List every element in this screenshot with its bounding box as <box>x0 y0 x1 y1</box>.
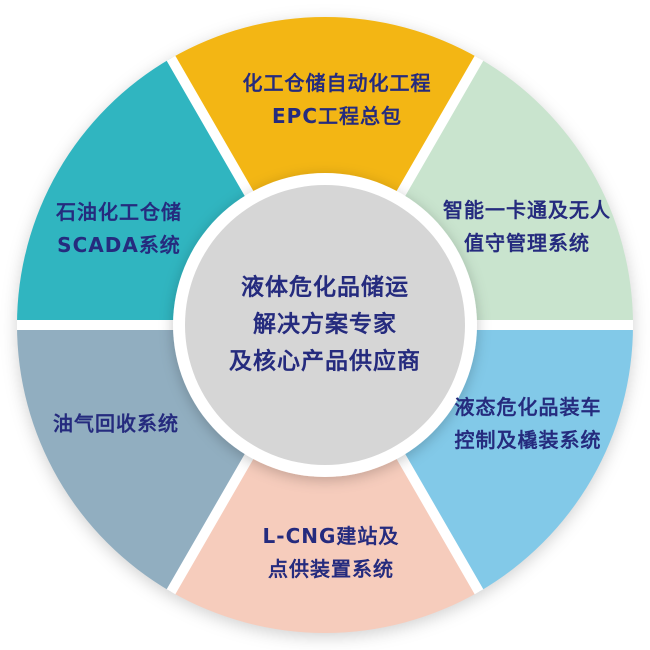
segment-chemical-warehouse-epc <box>171 17 479 325</box>
center-circle <box>185 185 465 465</box>
segment-lcng-station <box>171 325 479 633</box>
